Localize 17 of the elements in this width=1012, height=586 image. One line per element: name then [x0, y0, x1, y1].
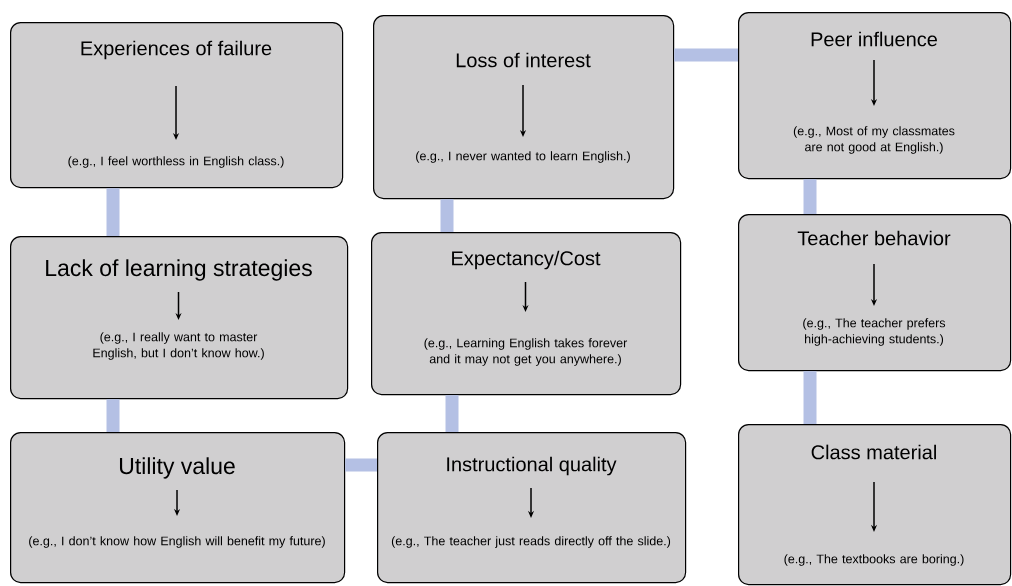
concept-box: Utility value (e.g., I don’t know how English will benefit my future)	[10, 432, 346, 584]
connector	[803, 179, 817, 214]
connector	[106, 188, 120, 236]
concept-box: Peer influence (e.g., Most of my classmates are not good at English.)	[738, 12, 1012, 180]
concept-box: Teacher behavior (e.g., The teacher prefers high-achieving students.)	[738, 214, 1012, 372]
concept-box: Lack of learning strategies (e.g., I really want to master English, but I don’t know how.)	[10, 236, 349, 400]
concept-box: Class material (e.g., The textbooks are boring.)	[738, 424, 1012, 586]
connector	[445, 395, 459, 432]
connector	[345, 458, 377, 472]
concept-box: Experiences of failure (e.g., I feel worthless in English class.)	[10, 22, 344, 189]
connector	[674, 48, 738, 62]
connector	[803, 371, 817, 424]
concept-box: Instructional quality (e.g., The teacher just reads directly off the slide.)	[377, 432, 687, 584]
connector	[106, 399, 120, 432]
connector	[440, 199, 454, 232]
concept-box: Expectancy/Cost (e.g., Learning English takes forever and it may not get you anywhere.)	[371, 232, 682, 396]
concept-box: Loss of interest (e.g., I never wanted to learn English.)	[373, 15, 675, 200]
